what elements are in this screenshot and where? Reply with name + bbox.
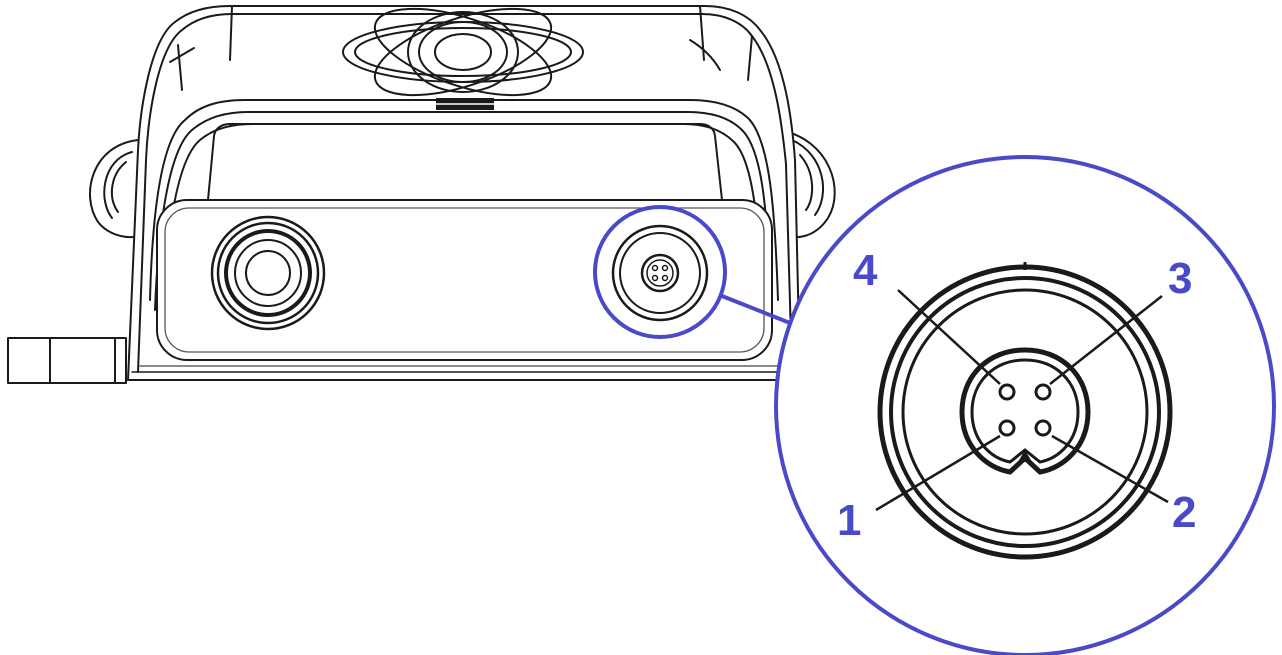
pin-1-contact	[998, 419, 1016, 437]
pin-1-leader	[875, 434, 1001, 512]
round-port-icon	[210, 215, 326, 331]
callout-highlight	[593, 155, 1276, 655]
device-housing	[7, 5, 836, 384]
callout-small-circle	[593, 205, 727, 339]
pin-labels: 1 2 3 4	[837, 246, 1196, 545]
pin-label-1: 1	[837, 496, 861, 545]
left-lug	[89, 139, 146, 239]
pin-leader-lines	[875, 289, 1169, 512]
atom-logo-icon	[342, 7, 584, 110]
4-pin-connector-icon	[611, 224, 709, 322]
pin-2-contact	[1034, 419, 1052, 437]
pin-3-contact	[1034, 383, 1052, 401]
pin-label-4: 4	[853, 246, 878, 295]
callout-leader-line	[721, 294, 791, 325]
callout-large-circle	[774, 155, 1276, 655]
pin-2-leader	[1051, 434, 1169, 504]
magnified-connector-view	[877, 262, 1173, 560]
pin-4-leader	[897, 289, 1001, 385]
pin-label-3: 3	[1168, 254, 1192, 303]
cable-strip	[7, 337, 127, 384]
pin-label-2: 2	[1172, 488, 1196, 537]
pin-3-leader	[1049, 295, 1163, 385]
pin-4-contact	[998, 383, 1016, 401]
